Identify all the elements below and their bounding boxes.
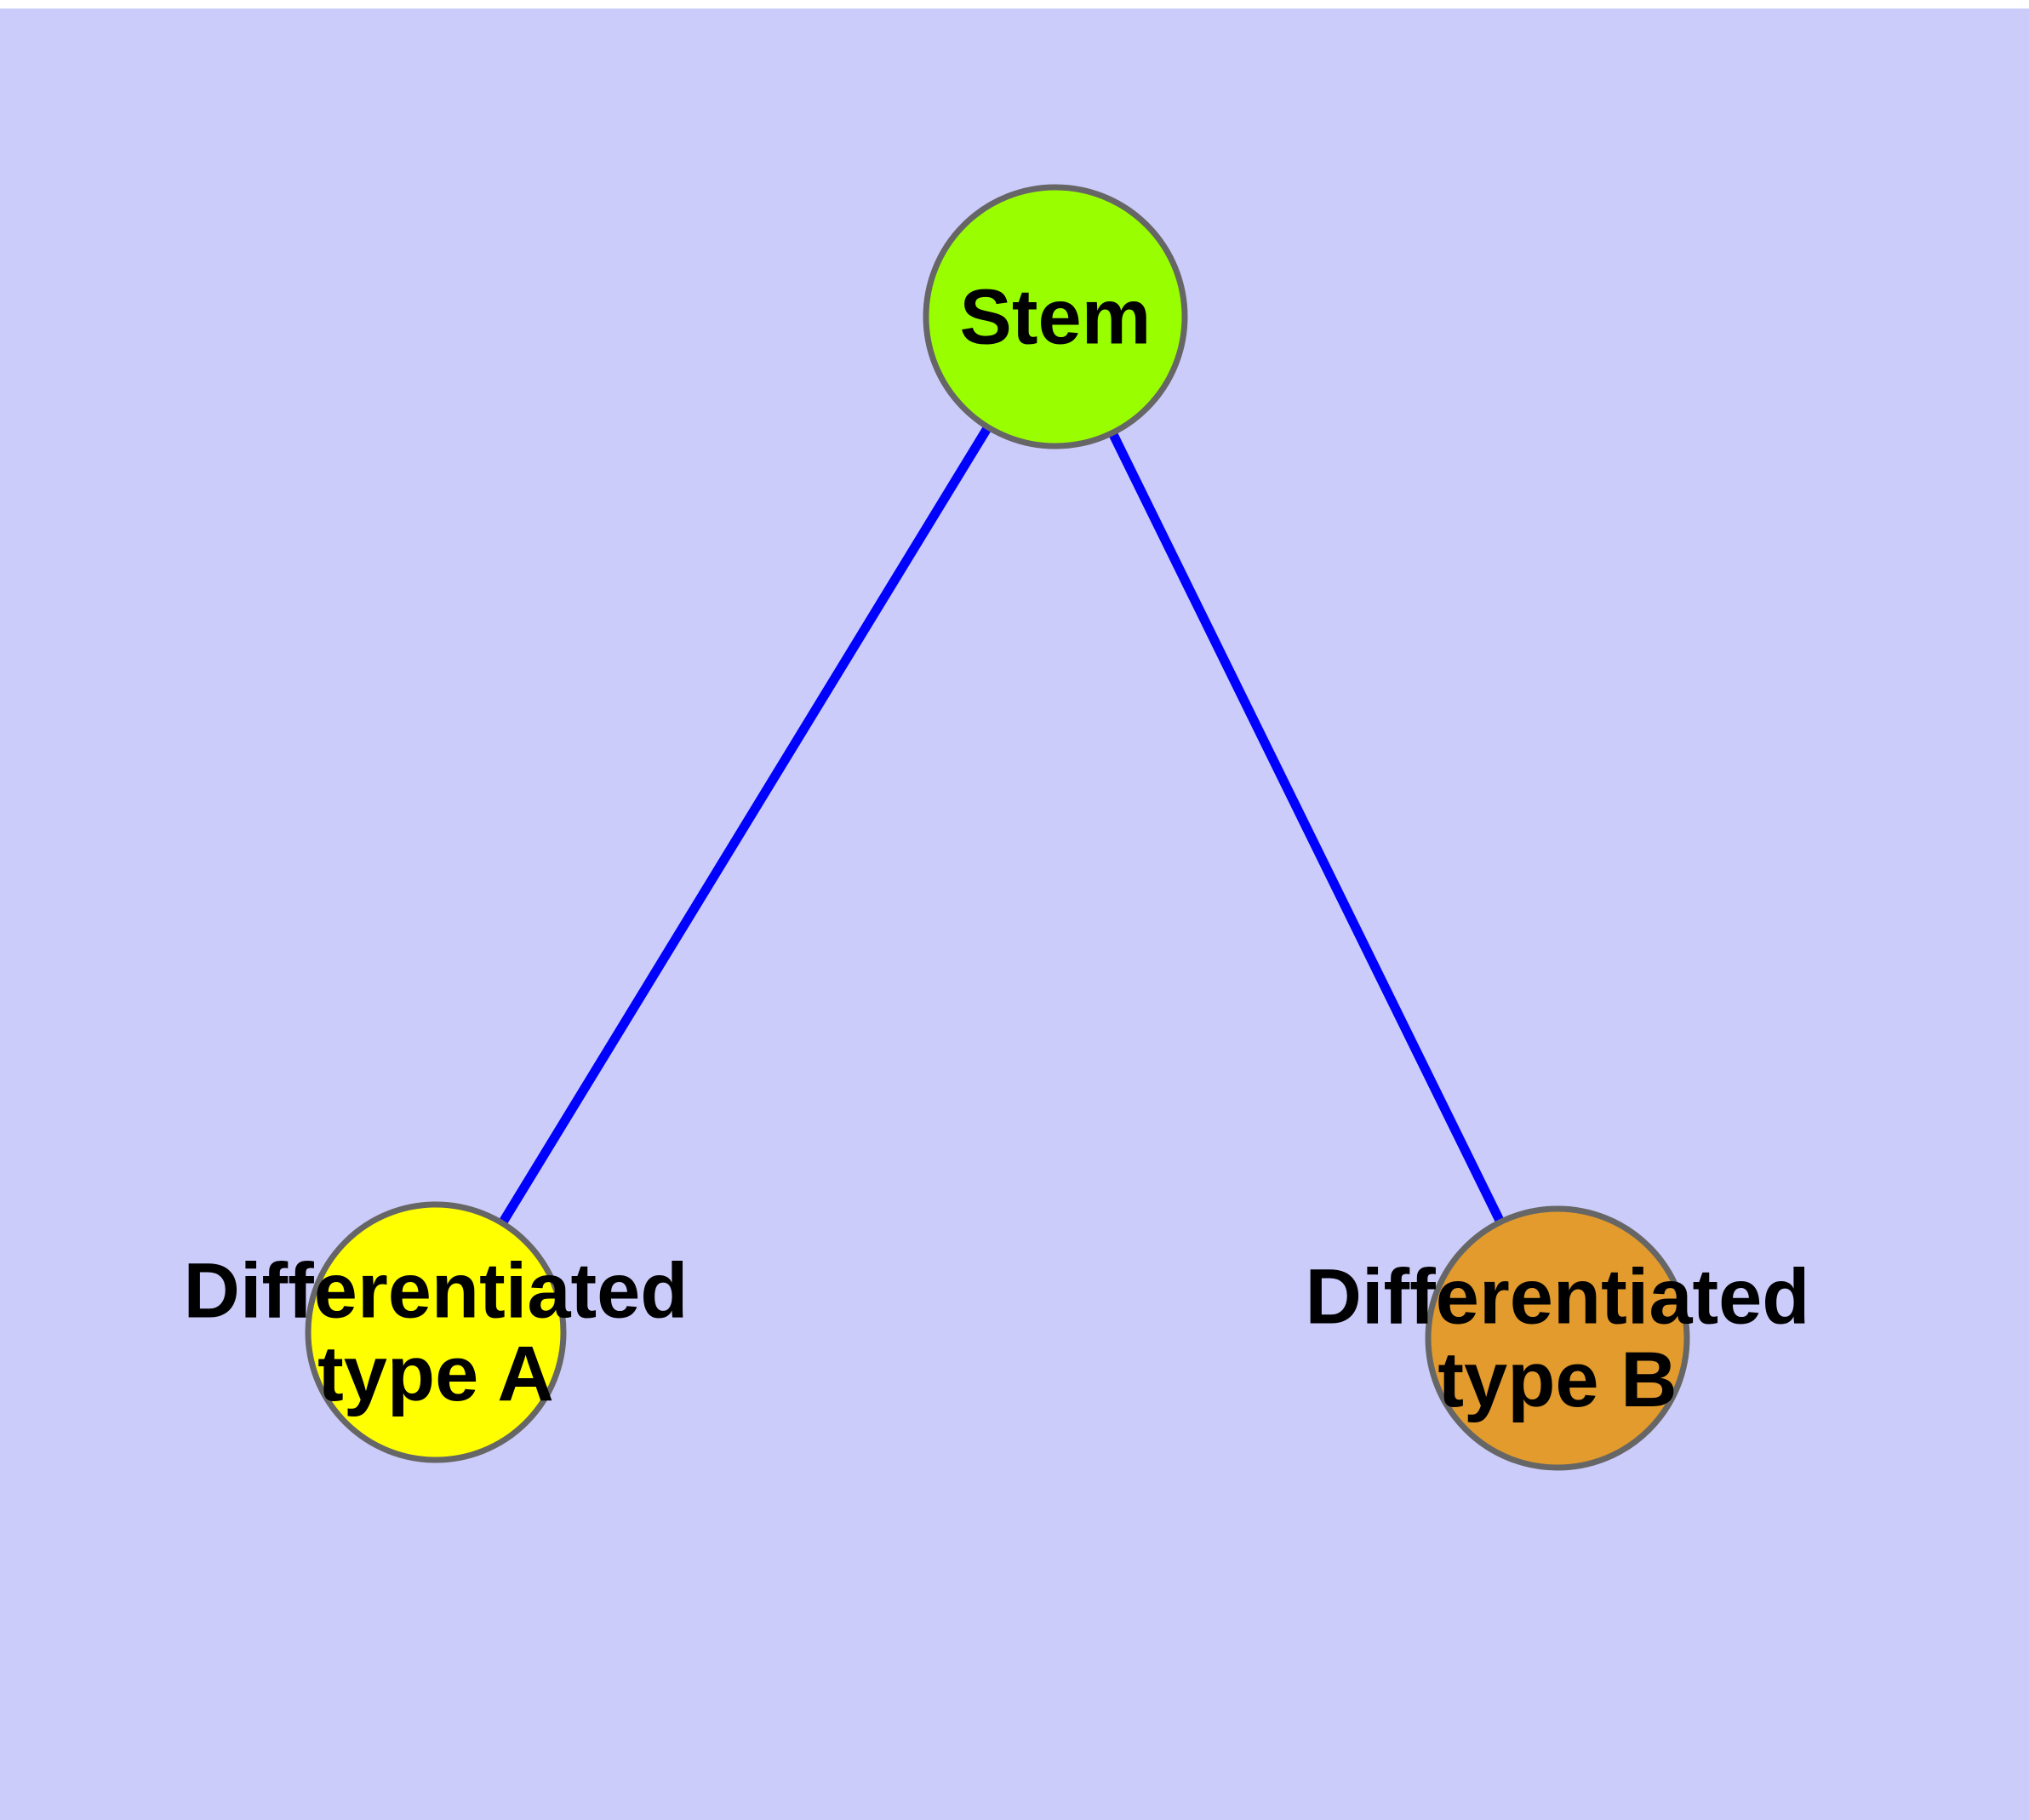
node-label-line: type B xyxy=(1437,1336,1677,1423)
node-differentiated-type-b-circle[interactable] xyxy=(1425,1205,1690,1471)
node-label-line: Differentiated xyxy=(184,1248,689,1335)
node-differentiated-type-a-circle[interactable] xyxy=(305,1201,567,1463)
node-label-line: type A xyxy=(317,1331,554,1417)
node-differentiated-type-b[interactable] xyxy=(1425,1205,1690,1471)
node-stem-label: Stem xyxy=(960,273,1152,360)
node-label-line: Stem xyxy=(960,273,1152,360)
edge-stem-to-differentiated-type-b[interactable] xyxy=(1106,428,1506,1227)
nodes-layer xyxy=(305,184,1690,1471)
node-stem[interactable] xyxy=(923,184,1188,449)
node-stem-circle[interactable] xyxy=(923,184,1188,449)
node-label-line: Differentiated xyxy=(1306,1254,1810,1341)
node-differentiated-type-a[interactable] xyxy=(305,1201,567,1463)
edges-layer xyxy=(496,422,1506,1228)
edge-stem-to-differentiated-type-a[interactable] xyxy=(496,422,994,1228)
